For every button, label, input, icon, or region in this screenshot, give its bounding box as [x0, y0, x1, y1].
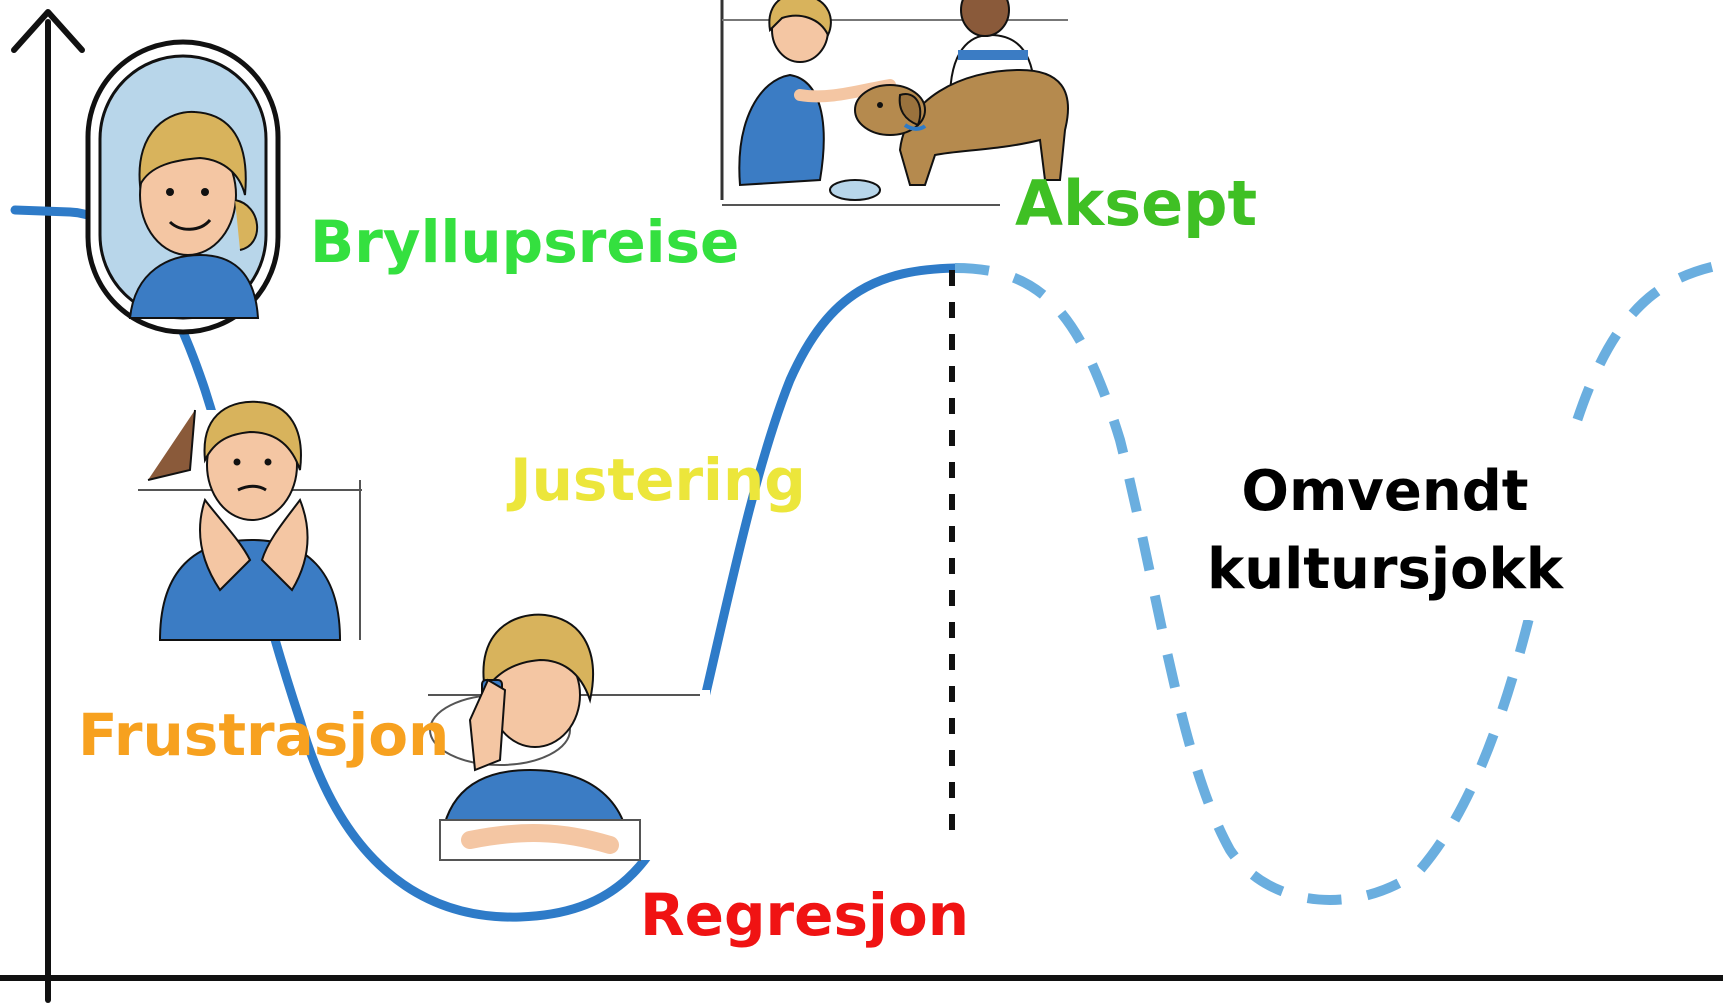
adjustment-curve: [10, 205, 960, 922]
label-reverse-culture-shock-line1: Omvendt: [1241, 459, 1528, 524]
label-reverse-culture-shock-line2: kultursjokk: [1207, 537, 1565, 602]
label-adjustment: Justering: [506, 446, 806, 514]
label-regression: Regresjon: [640, 881, 969, 949]
label-acceptance: Aksept: [1015, 167, 1257, 240]
frustrated-woman-illustration: [135, 400, 365, 641]
airplane-window-illustration: [85, 39, 281, 335]
reverse-culture-shock-curve: [954, 260, 1722, 905]
y-axis-arrowhead: [11, 9, 85, 53]
phone-in-bed-illustration: [420, 613, 710, 861]
label-honeymoon: Bryllupsreise: [310, 208, 739, 276]
label-frustration: Frustrasjon: [78, 701, 449, 769]
axes: [0, 9, 1723, 1003]
dog-park-illustration: [720, 0, 1070, 220]
